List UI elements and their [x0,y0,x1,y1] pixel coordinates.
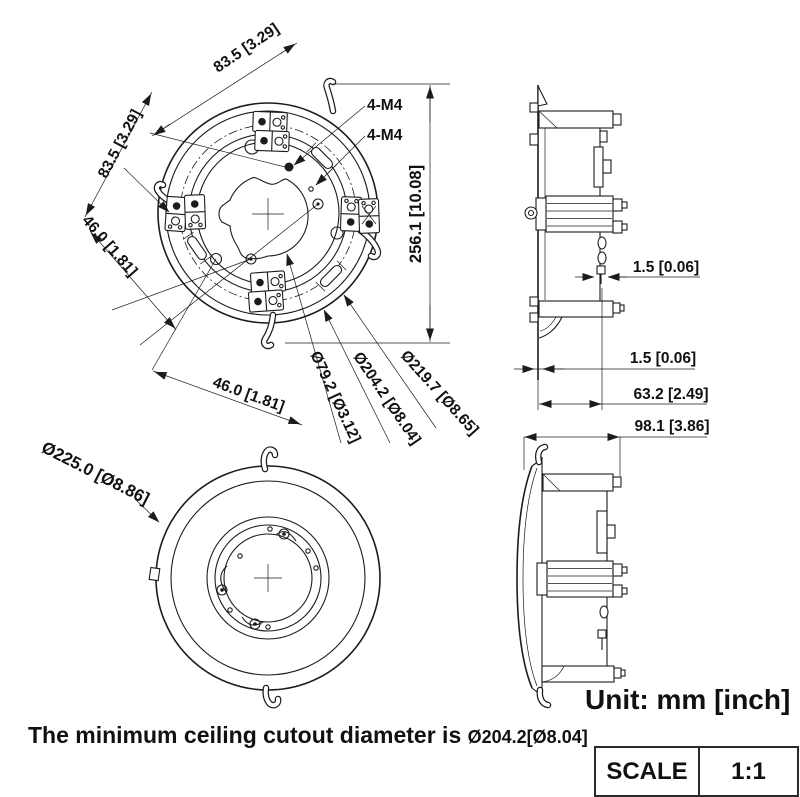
note-value: Ø204.2[Ø8.04] [467,727,588,747]
side-view-upper: 1.5 [0.06] 1.5 [0.06] 63.2 [2.49] [514,85,708,410]
dim-label-46-left: 46.0 [1.81] [78,212,140,280]
callout-4m4-a: 4-M4 [293,97,403,166]
unit-label: Unit: mm [inch] [585,684,791,715]
central-opening [218,177,309,260]
rim-clip-top [260,446,279,473]
dim-1-5-flange: 1.5 [0.06] [514,350,696,373]
rim-clip-bottom [262,684,282,709]
top-plan-view: 256.1 [10.08] 83.5 [3.29] 83.5 [3.29] 46… [78,20,481,448]
spring-clip-top [323,77,337,115]
side-view-lower: 98.1 [3.86] [516,418,710,709]
dim-63-2: 63.2 [2.49] [537,288,709,410]
dim-overall-height: 256.1 [10.08] [285,83,450,344]
dim-label-1-5-flange: 1.5 [0.06] [630,350,696,367]
dim-label-dia225: Ø225.0 [Ø8.86] [39,438,153,509]
dim-dia-204: Ø204.2 [Ø8.04] [323,309,424,448]
dim-1-5-tab: 1.5 [0.06] [575,259,700,281]
spring-clip-right [356,226,382,261]
dim-98-1: 98.1 [3.86] [523,418,710,476]
spring-clip-bottom [260,311,277,350]
dim-46-bottom: 46.0 [1.81] [152,370,303,426]
dim-label-256: 256.1 [10.08] [407,165,425,263]
center-mark [254,564,282,592]
center-mark [252,198,284,230]
scale-table-label: SCALE [596,748,700,795]
dim-label-83-left: 83.5 [3.29] [95,107,145,181]
ceiling-cutout-note: The minimum ceiling cutout diameter is Ø… [28,722,588,749]
callout-label-4m4-a: 4-M4 [367,97,403,114]
dim-label-63-2: 63.2 [2.49] [634,386,709,403]
dim-label-46-bottom: 46.0 [1.81] [210,374,286,416]
scale-table-value: 1:1 [731,757,766,785]
dim-dia-225: Ø225.0 [Ø8.86] [39,438,160,523]
bottom-plan-view: Ø225.0 [Ø8.86] [39,438,381,709]
callout-label-4m4-b: 4-M4 [367,127,403,144]
dim-46-left: 46.0 [1.81] [78,212,177,331]
dim-label-98-1: 98.1 [3.86] [635,418,710,435]
callout-4m4-b: 4-M4 [315,127,403,186]
note-text: The minimum ceiling cutout diameter is [28,722,468,748]
dim-83-left: 83.5 [3.29] [84,91,153,218]
dim-label-83-top: 83.5 [3.29] [211,20,283,76]
scale-table: SCALE 1:1 [594,746,799,797]
dim-label-1-5-tab: 1.5 [0.06] [633,259,699,276]
spring-clip-side-top [535,443,549,466]
spring-clip-side-bottom [536,686,552,709]
